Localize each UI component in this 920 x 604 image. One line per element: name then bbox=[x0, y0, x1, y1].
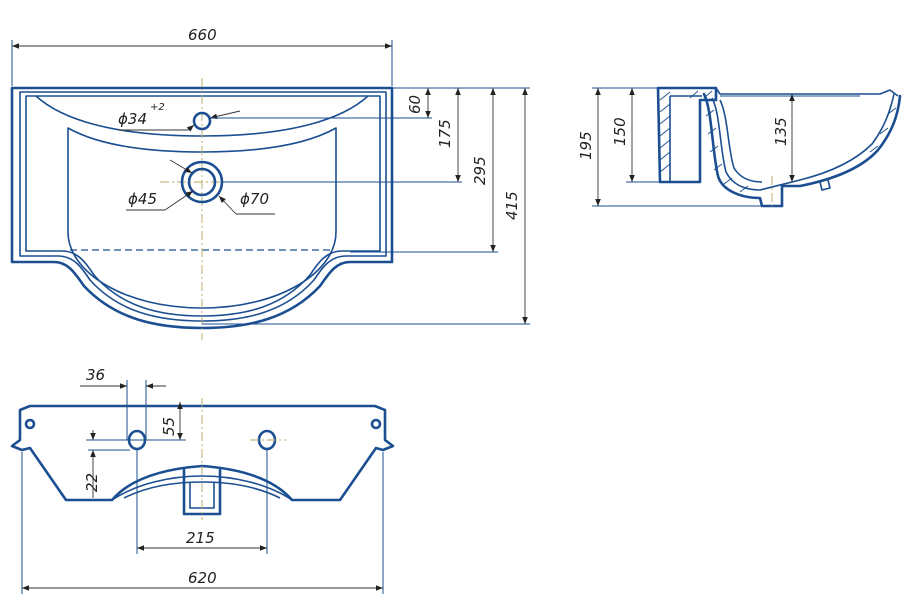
section-rim bbox=[715, 87, 899, 97]
dim-150-label: 150 bbox=[611, 117, 629, 146]
section-bowl-outer bbox=[702, 92, 902, 208]
dim-415-label: 415 bbox=[503, 191, 521, 220]
tap-hole bbox=[192, 111, 212, 131]
section-view: 195 150 135 bbox=[577, 86, 902, 210]
tap-hole-tolerance: +2 bbox=[150, 102, 165, 113]
tap-hole-label: ϕ34 bbox=[118, 110, 147, 128]
back-view-outline bbox=[10, 404, 395, 502]
back-view: 36 55 22 215 620 bbox=[10, 366, 395, 594]
dim-55-label: 55 bbox=[160, 417, 178, 436]
drain-outer-label: ϕ70 bbox=[240, 190, 269, 208]
bowl-edge bbox=[67, 127, 337, 309]
dim-22-label: 22 bbox=[83, 473, 101, 492]
width-660-label: 660 bbox=[188, 26, 217, 44]
drain-inner-label: ϕ45 bbox=[128, 190, 157, 208]
top-view: ϕ34 +2 ϕ45 ϕ70 660 60 175 295 415 bbox=[10, 26, 530, 340]
drain-inner-ring bbox=[187, 167, 217, 197]
dim-195-label: 195 bbox=[577, 131, 595, 160]
dim-135-label: 135 bbox=[772, 117, 790, 146]
basin-rim-line bbox=[19, 91, 387, 322]
dim-295-label: 295 bbox=[471, 156, 489, 185]
dim-60-label: 60 bbox=[406, 95, 424, 114]
dim-175-label: 175 bbox=[436, 119, 454, 148]
section-bowl-inner bbox=[711, 93, 895, 191]
dim-215-label: 215 bbox=[186, 529, 215, 547]
dim-620-label: 620 bbox=[188, 569, 217, 587]
mounting-hole-right bbox=[370, 418, 382, 430]
dim-36-label: 36 bbox=[86, 366, 105, 384]
mounting-hole-left bbox=[24, 418, 36, 430]
back-view-bowl bbox=[111, 475, 293, 501]
